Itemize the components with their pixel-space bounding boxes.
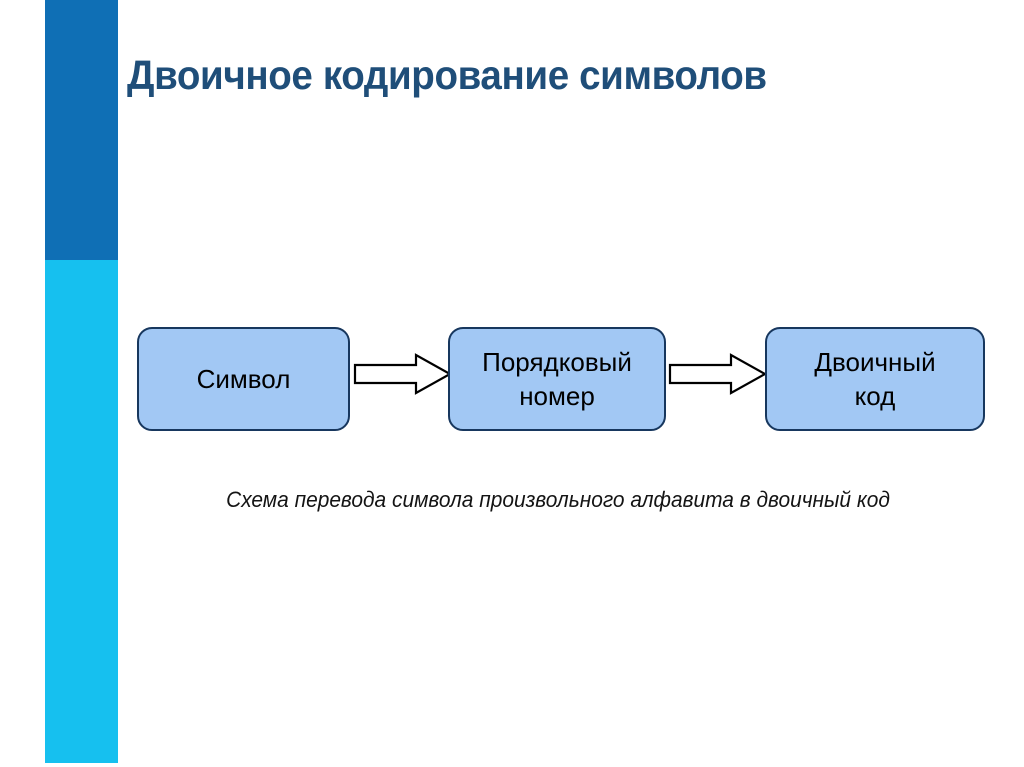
accent-bar-bottom-segment (45, 260, 118, 763)
flow-box-symbol: Символ (137, 327, 350, 431)
arrow-right-icon-2 (668, 353, 768, 395)
accent-bar-top-segment (45, 0, 118, 260)
arrow-right-icon-1 (353, 353, 453, 395)
flow-box-binary-code-label: Двоичный код (814, 347, 936, 411)
flow-box-ordinal-number: Порядковый номер (448, 327, 666, 431)
flow-box-ordinal-number-label: Порядковый номер (482, 347, 632, 411)
flow-box-symbol-label: Символ (196, 364, 291, 394)
left-accent-bar (45, 0, 118, 763)
page-title: Двоичное кодирование символов (127, 52, 767, 98)
flow-box-binary-code: Двоичный код (765, 327, 985, 431)
diagram-caption: Схема перевода символа произвольного алф… (226, 487, 890, 512)
